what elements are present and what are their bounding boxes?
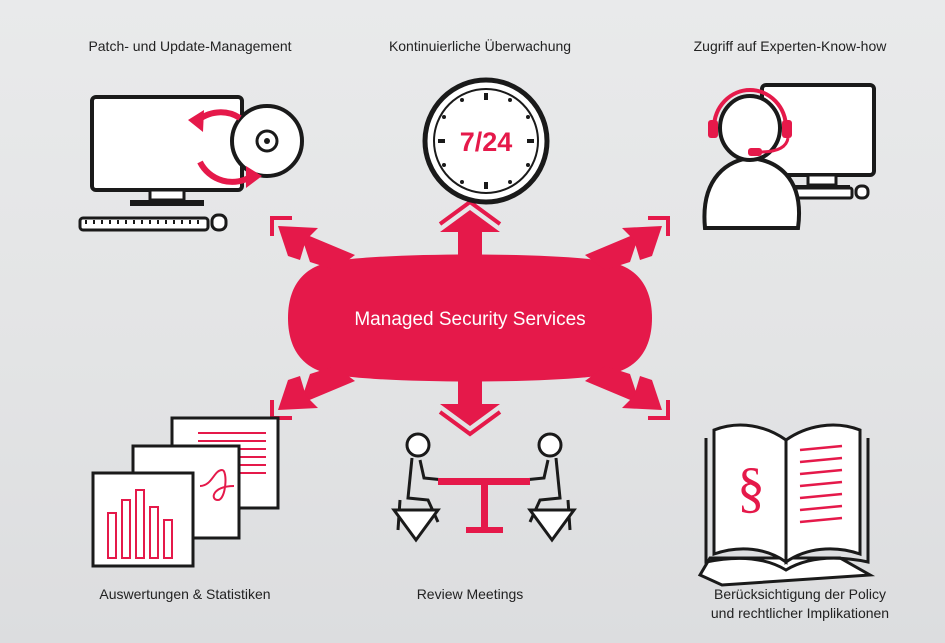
label-expert-access: Zugriff auf Experten-Know-how — [693, 38, 887, 54]
clock-label: 7/24 — [460, 127, 513, 157]
label-review-meetings: Review Meetings — [416, 586, 524, 602]
label-reports-statistics: Auswertungen & Statistiken — [99, 586, 271, 602]
label-patch-management: Patch- und Update-Management — [88, 38, 292, 54]
svg-text:§: § — [737, 457, 765, 519]
legal-book-icon: § — [697, 423, 876, 587]
support-agent-icon — [702, 83, 876, 230]
meeting-icon — [391, 432, 577, 543]
hub-shape — [278, 210, 662, 426]
label-policy-legal: Berücksichtigung der Policy und rechtlic… — [650, 585, 945, 623]
label-policy-line1: Berücksichtigung der Policy — [714, 586, 886, 602]
hub-title: Managed Security Services — [354, 309, 585, 330]
reports-icon — [91, 416, 280, 568]
clock-icon: 7/24 — [422, 77, 550, 205]
label-policy-line2: und rechtlicher Implikationen — [710, 605, 890, 621]
meeting-table — [438, 478, 530, 533]
label-continuous-monitoring: Kontinuierliche Überwachung — [388, 38, 572, 54]
computer-cd-icon — [78, 95, 304, 232]
